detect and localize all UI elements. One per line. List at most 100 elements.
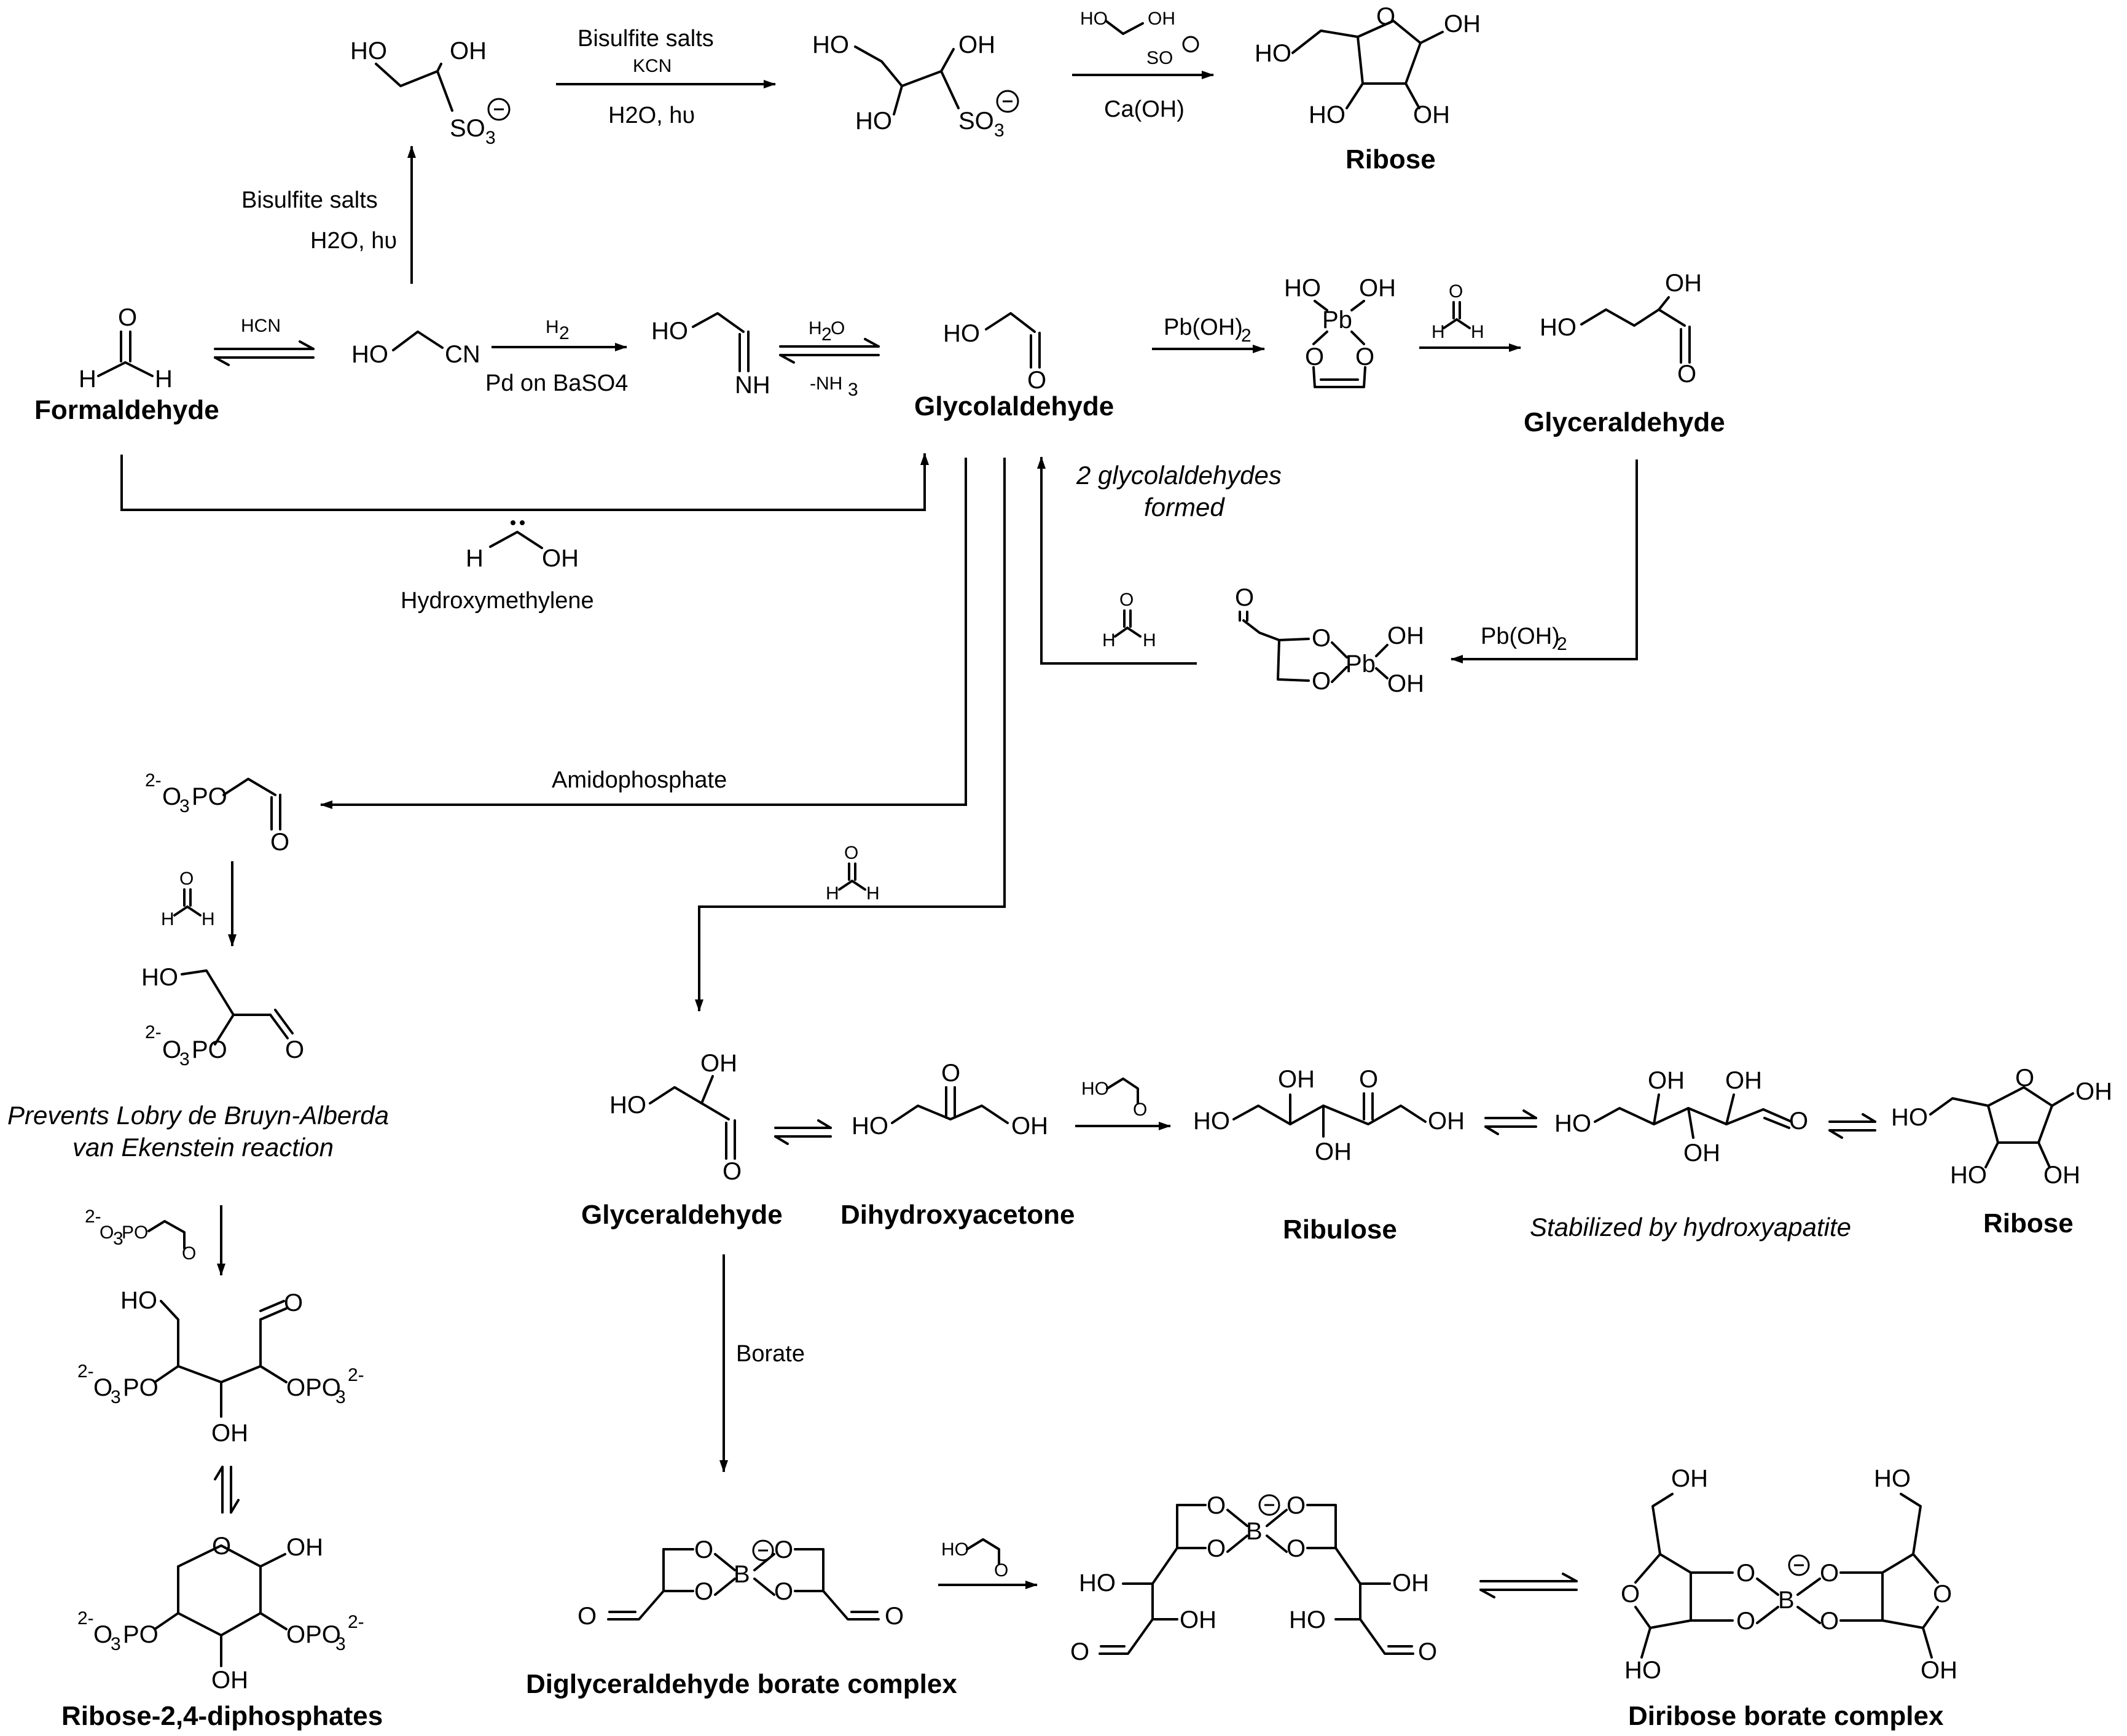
atom-label: H	[826, 883, 839, 904]
arrow-tautomerization-equilibrium	[774, 1119, 832, 1145]
condition-label: O	[831, 318, 845, 338]
glycolaldehyde-structure: HO O	[943, 312, 1046, 394]
atom-label: O	[1933, 1581, 1952, 1608]
subscript: 3	[335, 1634, 346, 1654]
charge-label: 2-	[85, 1206, 101, 1227]
formaldehyde-structure: O H H	[79, 304, 173, 393]
condition-label: H2O, hυ	[310, 228, 397, 254]
compound-name: Diribose borate complex	[1628, 1701, 1944, 1731]
atom-label: O	[578, 1603, 597, 1630]
ribose-open-chain: OH OH HO O OH	[1554, 1067, 1808, 1167]
atom-label: O	[1418, 1638, 1437, 1665]
atom-label: OH	[1359, 275, 1396, 302]
negative-charge-icon	[996, 90, 1019, 113]
condition-label: Borate	[736, 1341, 805, 1367]
arrow-ribose-cyclization	[1828, 1113, 1876, 1139]
atom-label: O	[1235, 584, 1254, 611]
condition-label: Pd on BaSO4	[485, 370, 628, 396]
arrow-ribulose-equilibrium	[1484, 1109, 1537, 1135]
atom-label: HO	[943, 320, 980, 347]
arrow-formaldehyde-to-glyceraldehyde: O H H	[1419, 281, 1521, 352]
hydroxy-sulfonate-c2: HO OH SO 3	[350, 37, 511, 148]
arrow-pboh2-top: Pb(OH) 2	[1152, 315, 1265, 353]
arrow-pboh2-down: Pb(OH) 2	[1451, 459, 1638, 663]
arrow-amidophosphate: Amidophosphate	[320, 458, 967, 809]
atom-label: O	[1287, 1535, 1306, 1562]
atom-label: HO	[120, 1287, 157, 1314]
atom-label: OH	[286, 1534, 323, 1561]
arrow-hcn-equilibrium: HCN	[214, 316, 315, 366]
arrow-phosphate-formaldehyde: O H H	[161, 861, 237, 947]
atom-label: OH	[1648, 1067, 1685, 1094]
atom-label: OH	[1148, 9, 1175, 29]
atom-label: CN	[445, 341, 480, 368]
atom-label: O	[1027, 367, 1046, 394]
atom-label: OH	[1921, 1657, 1957, 1684]
atom-label: OH	[1392, 1570, 1429, 1597]
annotation: Stabilized by hydroxyapatite	[1530, 1213, 1851, 1241]
ribose-diphosphate-pyranose: O OH 2- O 3 PO OPO 3 2- OH	[77, 1533, 364, 1694]
atom-label: OH	[542, 545, 579, 572]
atom-label: O	[1207, 1535, 1226, 1562]
arrow-bisulfite-kcn: Bisulfite salts KCN H2O, hυ	[556, 26, 776, 128]
subscript: 3	[113, 1229, 123, 1249]
atom-label: O	[774, 1578, 793, 1605]
atom-label: O	[1789, 1108, 1808, 1135]
atom-label: OH	[1387, 622, 1424, 649]
atom-label: HO	[1079, 1570, 1116, 1597]
arrow-hydroxymethylene: H OH Hydroxymethylene	[120, 453, 929, 614]
condition-label: Ca(OH)	[1104, 96, 1185, 122]
annotation: formed	[1144, 493, 1225, 522]
atom-label: HO	[1289, 1606, 1326, 1633]
atom-label: O	[285, 1036, 304, 1063]
negative-charge-icon	[1182, 36, 1199, 53]
atom-label: O	[1287, 1492, 1306, 1519]
glycolaldehyde-phosphate: 2- O 3 PO O	[145, 770, 289, 856]
atom-label: OH	[1413, 101, 1450, 128]
arrow-two-glycolaldehydes: O H H 2 glycolaldehydes formed	[1037, 456, 1282, 665]
atom-label: SO	[1146, 48, 1173, 68]
ribose-diphosphate-open-chain: HO O 2- O 3 PO OPO 3 2- OH	[77, 1287, 364, 1447]
atom-label: HO	[1554, 1110, 1591, 1137]
atom-label: HO	[1255, 40, 1291, 67]
charge-label: 2-	[348, 1365, 364, 1385]
atom-label: PO	[192, 1036, 227, 1063]
subscript: 3	[485, 128, 496, 148]
atom-label: OH	[1278, 1066, 1315, 1093]
atom-label: HO	[1080, 9, 1108, 29]
arrow-add-glycolaldehyde-mid: HO O	[1075, 1077, 1171, 1130]
negative-charge-icon	[1258, 1494, 1280, 1516]
charge-label: 2-	[77, 1361, 94, 1382]
atom-label: O	[1312, 625, 1331, 652]
atom-label: HO	[1624, 1657, 1661, 1684]
atom-label: O	[1119, 590, 1134, 610]
condition-label: KCN	[633, 56, 672, 76]
arrow-borate: Borate	[719, 1254, 805, 1472]
atom-label: OH	[1683, 1140, 1720, 1167]
condition-label: Bisulfite salts	[578, 26, 714, 52]
subscript: 3	[335, 1387, 346, 1407]
atom-label: O	[179, 869, 194, 889]
atom-label: OH	[1428, 1108, 1465, 1135]
atom-label: SO	[958, 108, 994, 135]
atom-label: HO	[812, 31, 849, 58]
atom-label: H	[161, 909, 174, 929]
condition-label: Pb(OH)	[1164, 315, 1243, 340]
compound-name: Formaldehyde	[34, 395, 219, 425]
charge-label: 2-	[145, 770, 162, 791]
subscript: 3	[848, 380, 858, 400]
subscript: 3	[111, 1387, 121, 1407]
atom-label: HO	[1874, 1465, 1911, 1492]
diglyceraldehyde-borate-structure: O O B O O O O	[578, 1536, 904, 1630]
negative-charge-icon	[487, 98, 511, 121]
atom-label: O	[93, 1621, 112, 1648]
atom-label: H	[1432, 322, 1445, 342]
atom-label: O	[1305, 343, 1324, 370]
atom-label: H	[1143, 630, 1156, 651]
atom-label: HO	[351, 341, 388, 368]
atom-label: O	[1820, 1608, 1839, 1635]
atom-label: O	[1070, 1638, 1089, 1665]
atom-label: OH	[2043, 1162, 2080, 1189]
subscript: 2	[1557, 634, 1567, 654]
